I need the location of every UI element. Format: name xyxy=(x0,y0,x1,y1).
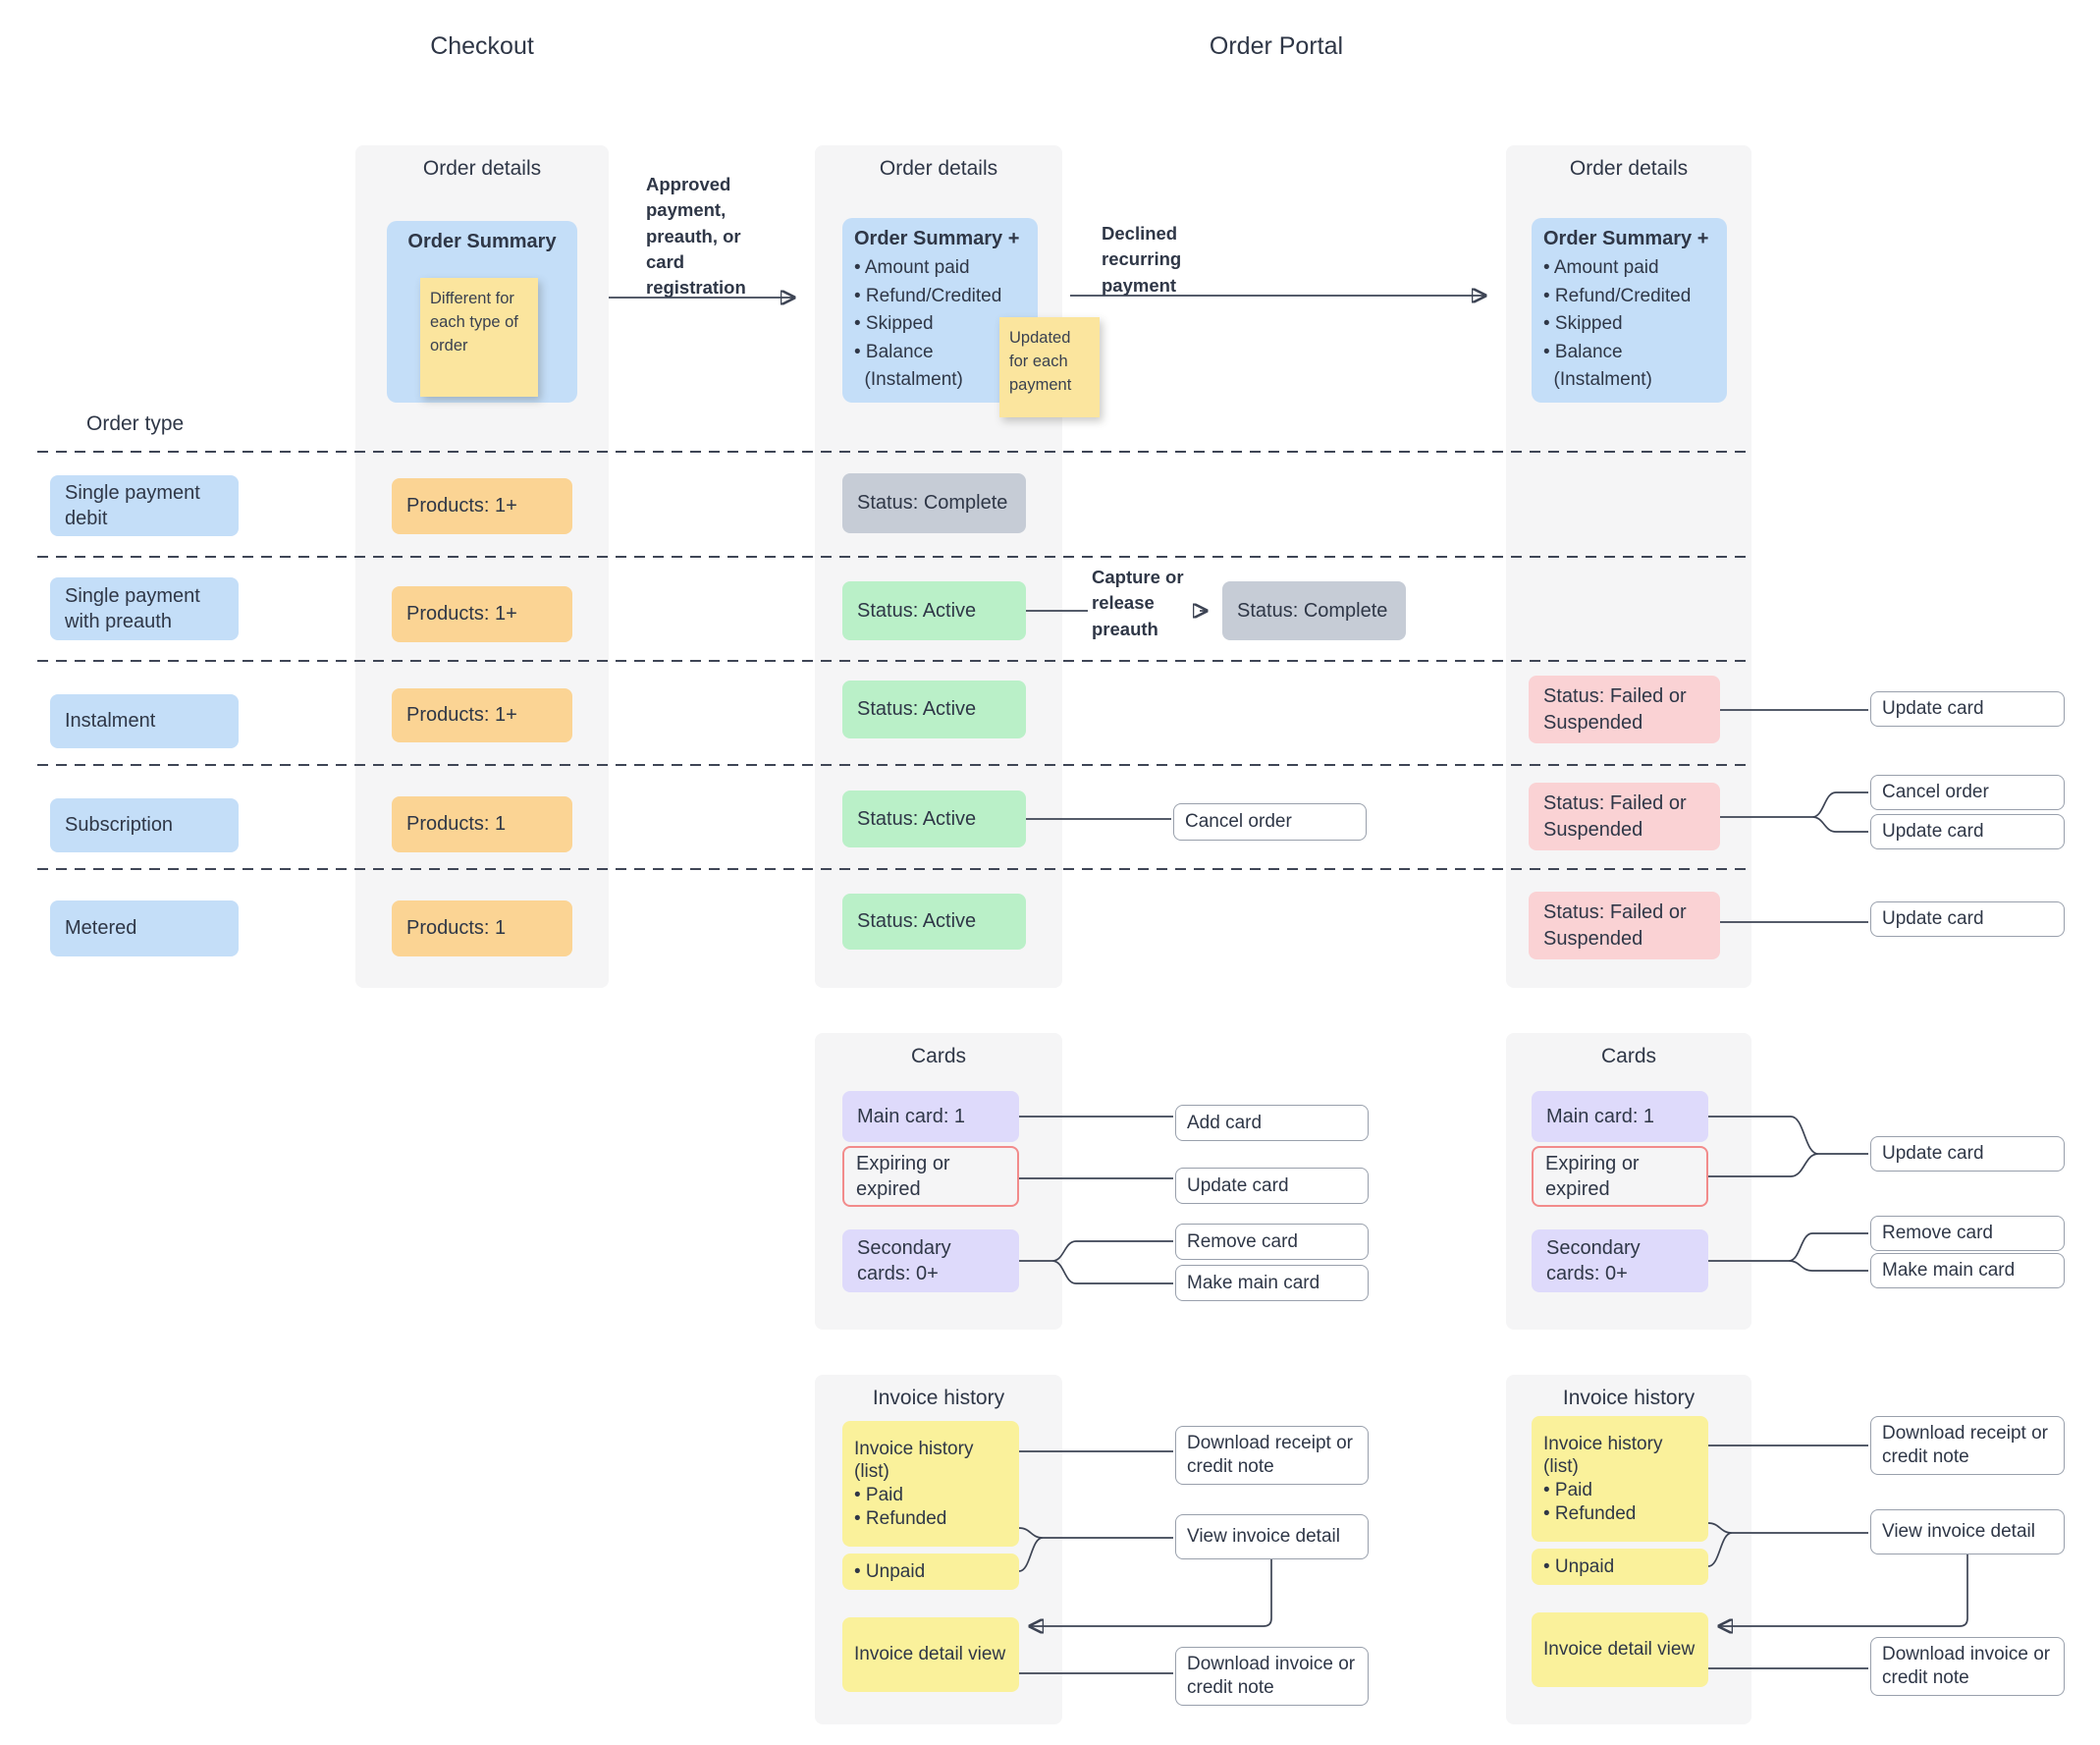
status-complete-row1: Status: Complete xyxy=(842,473,1026,533)
invoice-detail-view-box-mid: Invoice detail view xyxy=(842,1617,1019,1692)
portal-right-order-summary-items: • Amount paid • Refund/Credited • Skipped •… xyxy=(1543,254,1715,395)
view-invoice-detail-button-right[interactable]: View invoice detail xyxy=(1870,1509,2065,1554)
update-card-button-subscription[interactable]: Update card xyxy=(1870,814,2065,849)
invoice-mid-header: Invoice history xyxy=(872,1387,1005,1409)
order-type-single-payment-preauth: Single payment with preauth xyxy=(50,577,239,640)
list-line: • Skipped xyxy=(854,313,934,334)
products-box-row5: Products: 1 xyxy=(392,900,572,956)
update-card-button-cards-mid[interactable]: Update card xyxy=(1175,1168,1369,1204)
expiring-card-box-mid: Expiring or expired xyxy=(842,1146,1019,1207)
remove-card-button-mid[interactable]: Remove card xyxy=(1175,1224,1369,1260)
list-line: • Skipped xyxy=(1543,313,1623,334)
download-invoice-button-right[interactable]: Download invoice or credit note xyxy=(1870,1637,2065,1696)
invoice-right-header: Invoice history xyxy=(1562,1387,1696,1409)
list-line: (Instalment) xyxy=(1543,369,1652,390)
list-line: • Refunded xyxy=(854,1507,947,1529)
row-divider xyxy=(37,660,1751,662)
portal-right-order-summary-title: Order Summary + xyxy=(1543,228,1709,249)
view-invoice-detail-button-mid[interactable]: View invoice detail xyxy=(1175,1514,1369,1559)
checkout-sticky-note: Different for each type of order xyxy=(420,278,538,397)
checkout-column-title: Checkout xyxy=(430,32,534,60)
cards-right-header: Cards xyxy=(1600,1045,1657,1067)
products-box-row3: Products: 1+ xyxy=(392,688,572,742)
approved-payment-annotation: Approved payment, preauth, or card regis… xyxy=(646,174,746,299)
portal-mid-panel-header: Order details xyxy=(879,157,998,180)
list-line: • Refund/Credited xyxy=(854,285,1002,306)
make-main-card-button-right[interactable]: Make main card xyxy=(1870,1253,2065,1288)
list-line: • Amount paid xyxy=(854,257,970,278)
list-line: (Instalment) xyxy=(854,369,963,390)
checkout-panel-header: Order details xyxy=(422,157,542,180)
products-box-row2: Products: 1+ xyxy=(392,586,572,642)
secondary-cards-box-right: Secondary cards: 0+ xyxy=(1532,1229,1708,1292)
secondary-cards-box-mid: Secondary cards: 0+ xyxy=(842,1229,1019,1292)
invoice-unpaid-box-right: • Unpaid xyxy=(1532,1549,1708,1585)
list-line: • Refund/Credited xyxy=(1543,285,1692,306)
row-divider xyxy=(37,868,1751,870)
cards-mid-header: Cards xyxy=(910,1045,967,1067)
status-active-row4: Status: Active xyxy=(842,791,1026,847)
list-line: • Amount paid xyxy=(1543,257,1659,278)
order-type-metered: Metered xyxy=(50,900,239,956)
status-complete-after-capture: Status: Complete xyxy=(1222,581,1406,640)
invoice-history-list-box-mid: Invoice history(list)• Paid• Refunded xyxy=(842,1421,1019,1547)
invoice-unpaid-box-mid: • Unpaid xyxy=(842,1554,1019,1590)
make-main-card-button-mid[interactable]: Make main card xyxy=(1175,1265,1369,1301)
remove-card-button-right[interactable]: Remove card xyxy=(1870,1216,2065,1251)
portal-mid-order-summary-items: • Amount paid • Refund/Credited • Skipped •… xyxy=(854,254,1026,395)
products-box-row4: Products: 1 xyxy=(392,796,572,852)
arrow-view-detail-to-detail-view-right xyxy=(1720,1554,1968,1626)
list-line: (list) xyxy=(1543,1456,1579,1478)
list-line: Invoice history xyxy=(1543,1433,1663,1454)
order-portal-column-title: Order Portal xyxy=(1209,32,1344,60)
portal-mid-sticky-note: Updated for each payment xyxy=(999,317,1100,417)
update-card-button-cards-right[interactable]: Update card xyxy=(1870,1136,2065,1172)
products-box-row1: Products: 1+ xyxy=(392,478,572,534)
download-receipt-button-mid[interactable]: Download receipt or credit note xyxy=(1175,1426,1369,1485)
expiring-card-box-right: Expiring or expired xyxy=(1532,1146,1708,1207)
cancel-order-button-subscription[interactable]: Cancel order xyxy=(1870,775,2065,810)
invoice-detail-view-box-right: Invoice detail view xyxy=(1532,1612,1708,1687)
order-type-label: Order type xyxy=(86,412,185,435)
status-failed-metered: Status: Failed or Suspended xyxy=(1529,892,1720,959)
portal-mid-order-summary-title: Order Summary + xyxy=(854,228,1020,249)
row-divider xyxy=(37,764,1751,766)
list-line: • Paid xyxy=(854,1485,903,1505)
main-card-box-right: Main card: 1 xyxy=(1532,1091,1708,1142)
update-card-button-instalment[interactable]: Update card xyxy=(1870,691,2065,727)
status-active-row2: Status: Active xyxy=(842,581,1026,640)
list-line: Invoice history xyxy=(854,1438,974,1459)
add-card-button[interactable]: Add card xyxy=(1175,1105,1369,1141)
status-active-row3: Status: Active xyxy=(842,681,1026,738)
status-active-row5: Status: Active xyxy=(842,894,1026,950)
invoice-history-list-box-right: Invoice history(list)• Paid• Refunded xyxy=(1532,1416,1708,1542)
download-invoice-button-mid[interactable]: Download invoice or credit note xyxy=(1175,1647,1369,1706)
status-failed-instalment: Status: Failed or Suspended xyxy=(1529,676,1720,743)
list-line: (list) xyxy=(854,1461,889,1483)
list-line: • Refunded xyxy=(1543,1502,1637,1524)
list-line: • Paid xyxy=(1543,1480,1592,1500)
download-receipt-button-right[interactable]: Download receipt or credit note xyxy=(1870,1416,2065,1475)
row-divider xyxy=(37,556,1751,558)
order-type-subscription: Subscription xyxy=(50,798,239,852)
status-failed-subscription: Status: Failed or Suspended xyxy=(1529,783,1720,850)
order-type-instalment: Instalment xyxy=(50,694,239,748)
capture-preauth-annotation: Capture or release preauth xyxy=(1092,567,1184,639)
arrow-view-detail-to-detail-view-mid xyxy=(1031,1559,1272,1626)
cancel-order-button-mid[interactable]: Cancel order xyxy=(1173,803,1367,841)
row-divider xyxy=(37,451,1751,453)
main-card-box-mid: Main card: 1 xyxy=(842,1091,1019,1142)
order-type-single-payment-debit: Single payment debit xyxy=(50,475,239,536)
declined-payment-annotation: Declined recurring payment xyxy=(1102,223,1182,296)
portal-right-order-summary-box: Order Summary + • Amount paid • Refund/Cr… xyxy=(1532,218,1727,403)
update-card-button-metered[interactable]: Update card xyxy=(1870,901,2065,937)
portal-right-panel-header: Order details xyxy=(1569,157,1689,180)
list-line: • Balance xyxy=(1543,341,1623,362)
list-line: • Balance xyxy=(854,341,934,362)
checkout-order-summary-title: Order Summary xyxy=(407,231,557,252)
